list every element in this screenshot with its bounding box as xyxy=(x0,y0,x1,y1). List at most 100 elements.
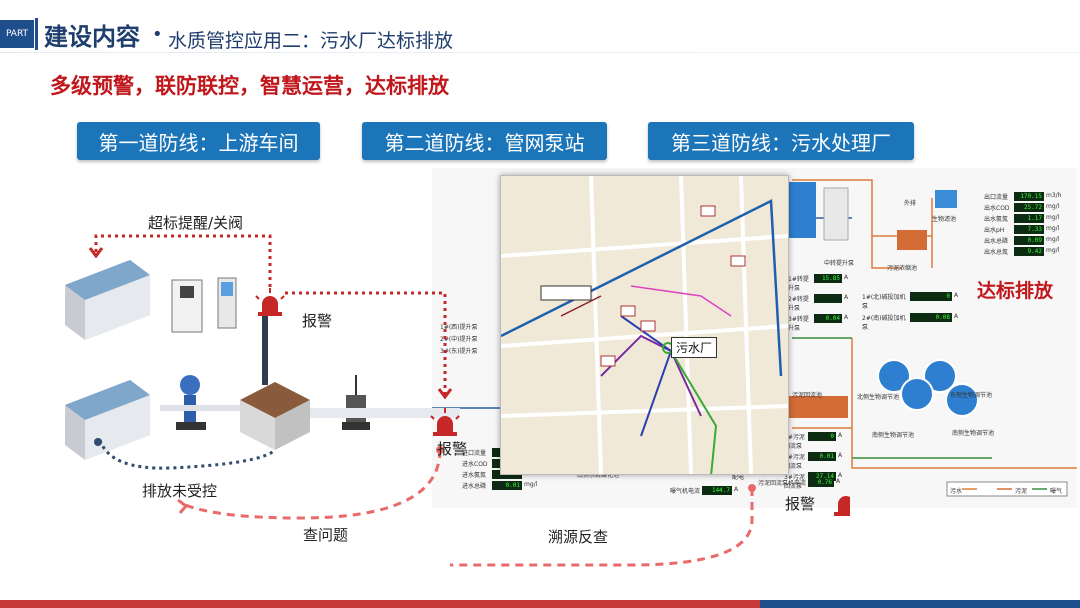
outlet-label: 外排 xyxy=(904,198,916,207)
defense-line-1: 第一道防线：上游车间 xyxy=(77,122,320,160)
trace-source-start xyxy=(748,484,756,492)
row-value: 0 xyxy=(808,432,836,441)
pump-row: 1#转提升泵15.85A xyxy=(788,274,868,292)
discharge-route-end xyxy=(94,438,102,446)
row-label: 出水pH xyxy=(984,225,1012,234)
row-label: 出水总氮 xyxy=(984,247,1012,256)
factory-icon-2 xyxy=(65,380,150,460)
title-bullet: • xyxy=(152,24,163,45)
pipe-horizontal-1 xyxy=(160,405,240,411)
compliant-discharge-label: 达标排放 xyxy=(977,276,1053,303)
pipe-network-map xyxy=(500,175,789,475)
alarm-label-1: 报警 xyxy=(302,310,332,331)
disinfect-label: 生物滤池 xyxy=(932,214,956,223)
south-bio-label-2: 南侧生物调节池 xyxy=(952,428,994,437)
filter-tank xyxy=(935,190,957,208)
header-separator xyxy=(0,52,1080,53)
row-value: 0.08 xyxy=(910,313,952,322)
pump-row: 2#转提升泵A xyxy=(788,294,868,312)
defense-line-3: 第三道防线：污水处理厂 xyxy=(648,122,914,160)
sludge-pool-label: 污泥回流池 xyxy=(792,390,822,399)
map-building xyxy=(641,321,655,331)
bio-tank-3 xyxy=(901,378,933,410)
mid-pump-label: 中转提升泵 xyxy=(824,258,854,267)
page-subtitle: 水质管控应用二：污水厂达标排放 xyxy=(168,26,453,53)
pump-house-icon xyxy=(240,382,310,450)
check-problem-label: 查问题 xyxy=(303,524,348,545)
row-value: 7.33 xyxy=(1014,225,1044,234)
row-label: 出水氨氮 xyxy=(984,214,1012,223)
row-unit: A xyxy=(954,292,958,310)
check-problem-arrow xyxy=(178,500,186,513)
row-value: 0 xyxy=(910,292,952,301)
trace-route-graphic xyxy=(430,470,850,580)
factory-icon-1 xyxy=(62,260,154,340)
legend-sewage: 污水 xyxy=(950,486,962,495)
alarm-label-2: 报警 xyxy=(437,438,467,459)
footer-bar-red xyxy=(0,600,760,608)
alert-close-label: 超标提醒/关阀 xyxy=(148,212,243,233)
alarm-label-3: 报警 xyxy=(785,493,815,514)
row-unit: mg/l xyxy=(1046,225,1059,234)
trace-source-label: 溯源反查 xyxy=(548,526,608,547)
outlet-row: 出水pH7.33mg/l xyxy=(984,225,1074,234)
east-bio-label: 东侧生物调节池 xyxy=(950,390,992,399)
row-unit: A xyxy=(844,314,848,332)
row-value: 0.04 xyxy=(814,314,842,323)
map-building xyxy=(621,306,635,316)
kiosk-screen xyxy=(221,282,233,296)
legend-air: 曝气 xyxy=(1050,486,1062,495)
dosing-row: 1#(北)碱投加机泵0A xyxy=(862,292,972,310)
pump-panel: 1#转提升泵15.85A 2#转提升泵A 3#转提升泵0.04A xyxy=(788,274,868,334)
discharge-uncontrolled-label: 排放未受控 xyxy=(142,480,217,501)
slogan: 多级预警，联防联控，智慧运营，达标排放 xyxy=(50,70,449,100)
footer-bar-blue xyxy=(760,600,1080,608)
outlet-row: 出水氨氮1.17mg/l xyxy=(984,214,1074,223)
row-value: 1.17 xyxy=(1014,214,1044,223)
row-unit: m3/h xyxy=(1046,192,1062,201)
valve-actuator-icon xyxy=(176,375,206,430)
map-building xyxy=(541,286,591,300)
concentrate-label: 污泥浓缩池 xyxy=(887,263,917,272)
row-value: 9.42 xyxy=(1014,247,1044,256)
part-badge: PART xyxy=(0,20,34,48)
row-unit: mg/l xyxy=(1046,203,1059,212)
alarm-beacon-icon-1 xyxy=(256,288,284,316)
north-bio-label: 北侧生物调节池 xyxy=(857,392,899,401)
map-building xyxy=(601,356,615,366)
pipe-vertical xyxy=(262,305,268,385)
row-value: 0.09 xyxy=(1014,236,1044,245)
row-unit: A xyxy=(838,452,842,470)
row-unit: A xyxy=(838,432,842,450)
row-label: 出水COD xyxy=(984,203,1012,212)
map-building xyxy=(731,256,745,266)
alarm-beacon-icon-3 xyxy=(834,496,850,516)
defense-line-2: 第二道防线：管网泵站 xyxy=(362,122,607,160)
legend-sludge: 污泥 xyxy=(1015,486,1027,495)
row-label: 1#(北)碱投加机泵 xyxy=(862,292,908,310)
row-value xyxy=(814,294,842,303)
row-label: 2#转提升泵 xyxy=(788,294,812,312)
title-divider xyxy=(35,18,38,50)
flow-diagram xyxy=(0,200,470,560)
row-label: 1#转提升泵 xyxy=(788,274,812,292)
analyzer-screen xyxy=(180,286,194,298)
row-label: 出水总磷 xyxy=(984,236,1012,245)
bio-tank-4 xyxy=(946,384,978,416)
tank-block xyxy=(824,188,848,240)
row-value: 25.72 xyxy=(1014,203,1044,212)
row-label: 3#转提升泵 xyxy=(788,314,812,332)
row-label: 2#(南)碱投加机泵 xyxy=(862,313,908,331)
sludge-tank xyxy=(788,396,848,418)
page-title: 建设内容 xyxy=(44,17,140,52)
outlet-panel: 出口流量170.15m3/h 出水COD25.72mg/l 出水氨氮1.17mg… xyxy=(984,192,1074,258)
row-value: 0.01 xyxy=(808,452,836,461)
